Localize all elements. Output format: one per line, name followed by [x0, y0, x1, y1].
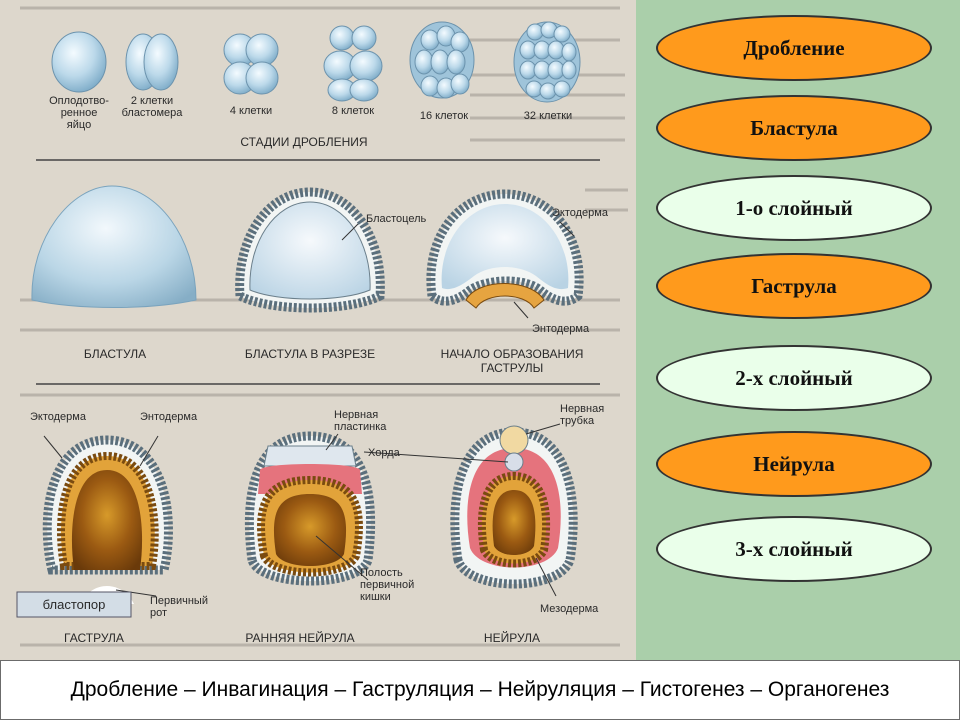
- gastrula-caption: ГАСТРУЛА: [64, 631, 124, 645]
- endoderm-label-bottom: Энтодерма: [140, 411, 198, 423]
- blastula-section-caption: БЛАСТУЛА В РАЗРЕЗЕ: [245, 347, 375, 361]
- stage-three-layer-label: 3-х слойный: [735, 536, 853, 561]
- stage-neurula-label: Нейрула: [753, 451, 835, 476]
- eight-cell-label: 8 клеток: [332, 105, 374, 117]
- gut-cavity-label-1: Полость: [360, 567, 403, 579]
- stage-blastula: Бластула: [656, 95, 932, 161]
- embryo-illustration: Оплодотво- ренное яйцо 2 клетки бластоме…: [16, 6, 628, 647]
- two-cell-label-2: бластомера: [122, 107, 184, 119]
- stage-three-layer: 3-х слойный: [656, 516, 932, 582]
- zygote-label-1: Оплодотво-: [49, 95, 109, 107]
- gut-cavity-pointer: [315, 535, 369, 581]
- embryo-development-figure: Оплодотво- ренное яйцо 2 клетки бластоме…: [0, 0, 636, 660]
- neural-tube-pointer: [525, 423, 561, 435]
- ectoderm-label-bottom: Эктодерма: [30, 411, 87, 423]
- blastocoel-label: Бластоцель: [366, 213, 427, 225]
- stage-neurula: Нейрула: [656, 431, 932, 497]
- early-neurula-drawing: [244, 431, 376, 586]
- neural-plate-pointer: [325, 433, 339, 451]
- early-gastrula-drawing: [426, 189, 584, 309]
- blastula-caption: БЛАСТУЛА: [84, 347, 146, 361]
- early-neurula-caption: РАННЯЯ НЕЙРУЛА: [245, 630, 354, 645]
- stage-cleavage: Дробление: [656, 15, 932, 81]
- stage-gastrula-label: Гаструла: [751, 273, 837, 298]
- stage-gastrula: Гаструла: [656, 253, 932, 319]
- neural-tube-label-1: Нервная: [560, 403, 604, 415]
- eight-cell-drawing: [323, 25, 383, 102]
- notochord-pointer: [363, 451, 509, 463]
- blastopore-label: бластопор: [43, 597, 106, 612]
- blastula-drawing: [31, 185, 197, 308]
- gastrula-drawing: [42, 435, 173, 604]
- stage-cleavage-label: Дробление: [743, 35, 845, 60]
- two-cell-drawing: [125, 33, 179, 91]
- endoderm-pointer-bottom: [139, 435, 159, 467]
- gut-cavity-label-3: кишки: [360, 591, 391, 603]
- thirtytwo-cell-drawing: [513, 21, 581, 103]
- four-cell-drawing: [223, 33, 279, 95]
- ectoderm-pointer-top: [559, 221, 575, 237]
- gut-cavity-label-2: первичной: [360, 579, 414, 591]
- process-sequence-text: Дробление – Инвагинация – Гаструляция – …: [70, 678, 890, 701]
- neural-plate-label-1: Нервная: [334, 409, 378, 421]
- blastopore-tag: бластопор: [16, 591, 132, 618]
- gastrulation-start-caption-1: НАЧАЛО ОБРАЗОВАНИЯ: [441, 347, 584, 361]
- neurula-drawing: [450, 425, 578, 589]
- sixteen-cell-drawing: [409, 21, 475, 99]
- notochord-label: Хорда: [368, 447, 401, 459]
- mesoderm-label: Мезодерма: [540, 603, 599, 615]
- stage-blastula-label: Бластула: [750, 115, 838, 140]
- thirtytwo-cell-label: 32 клетки: [524, 110, 572, 122]
- cleavage-caption: СТАДИИ ДРОБЛЕНИЯ: [240, 135, 367, 149]
- stage-single-layer: 1-о слойный: [656, 175, 932, 241]
- blastocoel-pointer: [341, 223, 359, 241]
- stage-two-layer: 2-х слойный: [656, 345, 932, 411]
- primary-mouth-label-1: Первичный: [150, 595, 208, 607]
- endoderm-label-top: Энтодерма: [532, 323, 590, 335]
- neural-plate-label-2: пластинка: [334, 421, 387, 433]
- zygote-drawing: [51, 31, 107, 93]
- process-sequence-footer: Дробление – Инвагинация – Гаструляция – …: [0, 660, 960, 720]
- endoderm-pointer-top: [513, 301, 529, 319]
- neurula-caption: НЕЙРУЛА: [484, 630, 540, 645]
- primary-mouth-label-2: рот: [150, 607, 167, 619]
- four-cell-label: 4 клетки: [230, 105, 272, 117]
- zygote-label-3: яйцо: [67, 119, 91, 131]
- blastula-section-drawing: [235, 187, 385, 313]
- zygote-label-2: ренное: [61, 107, 98, 119]
- two-cell-label-1: 2 клетки: [131, 95, 173, 107]
- ectoderm-label-top: Эктодерма: [552, 207, 609, 219]
- stage-two-layer-label: 2-х слойный: [735, 365, 853, 390]
- mesoderm-pointer: [535, 557, 557, 597]
- stage-single-layer-label: 1-о слойный: [735, 195, 853, 220]
- ectoderm-pointer-bottom: [43, 435, 63, 459]
- gastrulation-start-caption-2: ГАСТРУЛЫ: [481, 361, 544, 375]
- cleavage-stages: [51, 21, 581, 103]
- neural-tube-label-2: трубка: [560, 415, 595, 427]
- sixteen-cell-label: 16 клеток: [420, 110, 468, 122]
- primary-mouth-pointer: [115, 589, 157, 597]
